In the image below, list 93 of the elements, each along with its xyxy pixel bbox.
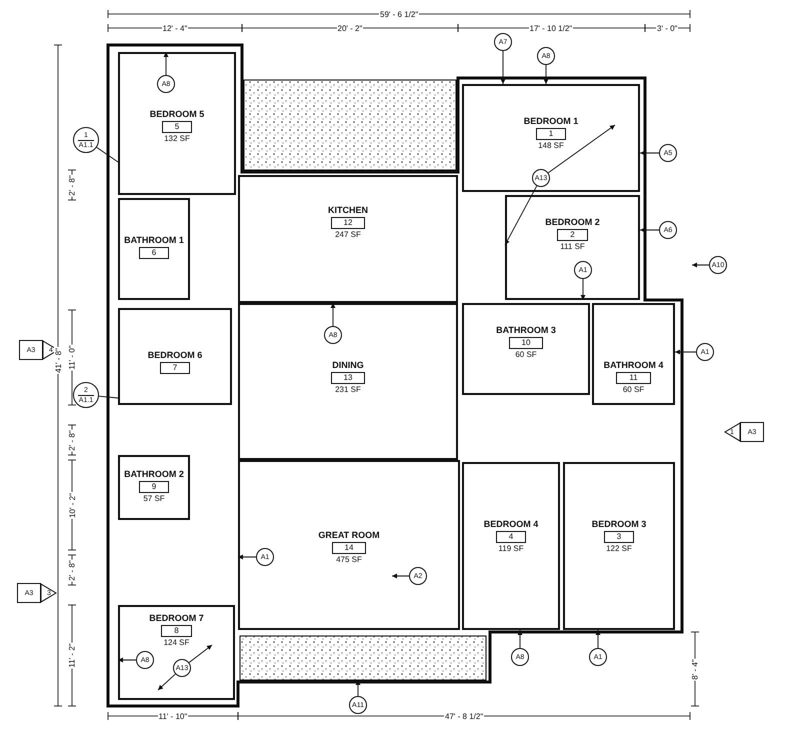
room-name: DINING (332, 360, 364, 371)
room-outline (563, 462, 675, 630)
room-area: 122 SF (606, 544, 632, 554)
leader-arrow (118, 658, 136, 662)
leader-arrow (238, 554, 256, 560)
room-name: BEDROOM 2 (545, 217, 600, 228)
room-outline (592, 303, 675, 405)
dimension-label: 2' - 8" (68, 558, 77, 582)
leader-arrow (330, 302, 336, 326)
room-number: 14 (332, 542, 366, 554)
room-area: 124 SF (164, 638, 190, 648)
room-outline (118, 198, 190, 300)
leader-arrow (596, 630, 600, 648)
dimension-label: 11' - 0" (68, 344, 77, 370)
leader-arrow (544, 64, 548, 84)
room-name: BATHROOM 3 (496, 325, 556, 336)
leader-line (96, 146, 118, 162)
dimension-label: 20' - 2" (336, 24, 364, 32)
room-number: 6 (138, 247, 170, 259)
dimension-label: 59' - 6 1/2" (379, 10, 420, 18)
room-number: 1 (536, 128, 566, 140)
dimension-label: 8' - 4" (690, 658, 700, 680)
room-outline (238, 303, 458, 460)
dimension-label: 11' - 2" (68, 642, 77, 668)
leader-arrow (518, 630, 522, 648)
leader-arrow (500, 50, 506, 84)
room-outline (505, 195, 640, 300)
room-number: 11 (616, 372, 651, 384)
room-number: 8 (161, 625, 192, 637)
section-bubble (73, 382, 99, 408)
leader-arrow (188, 644, 212, 663)
dimension-label: 41' - 8" (53, 346, 62, 374)
leader-arrow (640, 150, 660, 156)
room-name: BEDROOM 4 (484, 519, 538, 530)
dimension-label: 2' - 8" (68, 428, 77, 452)
room-number: 3 (604, 531, 634, 543)
gravel-patio (240, 636, 486, 680)
room-name: BEDROOM 1 (524, 116, 578, 127)
room-outline (118, 308, 232, 405)
room-name: BEDROOM 6 (148, 350, 202, 361)
leader-arrow (580, 278, 586, 300)
leader-arrow (692, 262, 710, 268)
leader-arrow (392, 574, 410, 578)
room-name: BEDROOM 7 (149, 613, 204, 624)
dimension-label: 2' - 8" (68, 174, 77, 196)
room-area: 148 SF (538, 141, 564, 151)
room-name: BATHROOM 4 (604, 360, 664, 371)
room-area: 119 SF (498, 544, 524, 554)
room-number: 2 (557, 229, 588, 241)
room-area: 247 SF (335, 230, 361, 240)
dimension-label: 47' - 8 1/2" (444, 712, 484, 720)
dimension-label: 3' - 0" (656, 24, 678, 32)
room-area: 231 SF (335, 385, 361, 395)
room-outline (118, 455, 190, 520)
leader-arrow (504, 185, 538, 246)
leader-line (98, 396, 118, 398)
room-number: 4 (496, 531, 526, 543)
leader-arrow (640, 228, 660, 232)
section-bubble (73, 127, 99, 153)
room-outline (462, 303, 590, 395)
gravel-patio (244, 80, 456, 170)
room-outline (118, 605, 235, 700)
dimension-label: 10' - 2" (67, 492, 76, 518)
leader-arrow (164, 52, 168, 76)
room-number: 9 (138, 481, 170, 493)
dimension-label: 11' - 10" (158, 712, 188, 720)
room-area: 57 SF (143, 494, 165, 504)
room-name: BATHROOM 2 (124, 469, 184, 480)
room-name: BEDROOM 5 (150, 109, 204, 120)
room-name: BATHROOM 1 (124, 235, 184, 246)
room-number: 13 (330, 372, 366, 384)
room-number: 7 (160, 362, 190, 374)
room-outline (118, 52, 236, 195)
room-name: BEDROOM 3 (592, 519, 646, 530)
room-number: 12 (330, 217, 366, 229)
room-outline (462, 462, 560, 630)
leader-arrow (158, 674, 176, 690)
room-name: GREAT ROOM (318, 530, 380, 541)
room-area: 60 SF (515, 350, 537, 360)
room-name: KITCHEN (328, 205, 368, 216)
leader-arrow (674, 350, 696, 354)
leader-arrow (548, 124, 616, 174)
room-outline (238, 175, 458, 303)
dimension-label: 17' - 10 1/2" (528, 24, 574, 32)
room-number: 5 (162, 121, 192, 133)
room-number: 10 (508, 337, 544, 349)
room-outline (238, 460, 460, 630)
dimension-label: 12' - 4" (162, 24, 188, 32)
room-outline (462, 84, 640, 192)
room-area: 132 SF (164, 134, 190, 144)
room-area: 475 SF (336, 555, 362, 565)
room-area: 111 SF (560, 242, 585, 252)
room-area: 60 SF (622, 385, 644, 395)
